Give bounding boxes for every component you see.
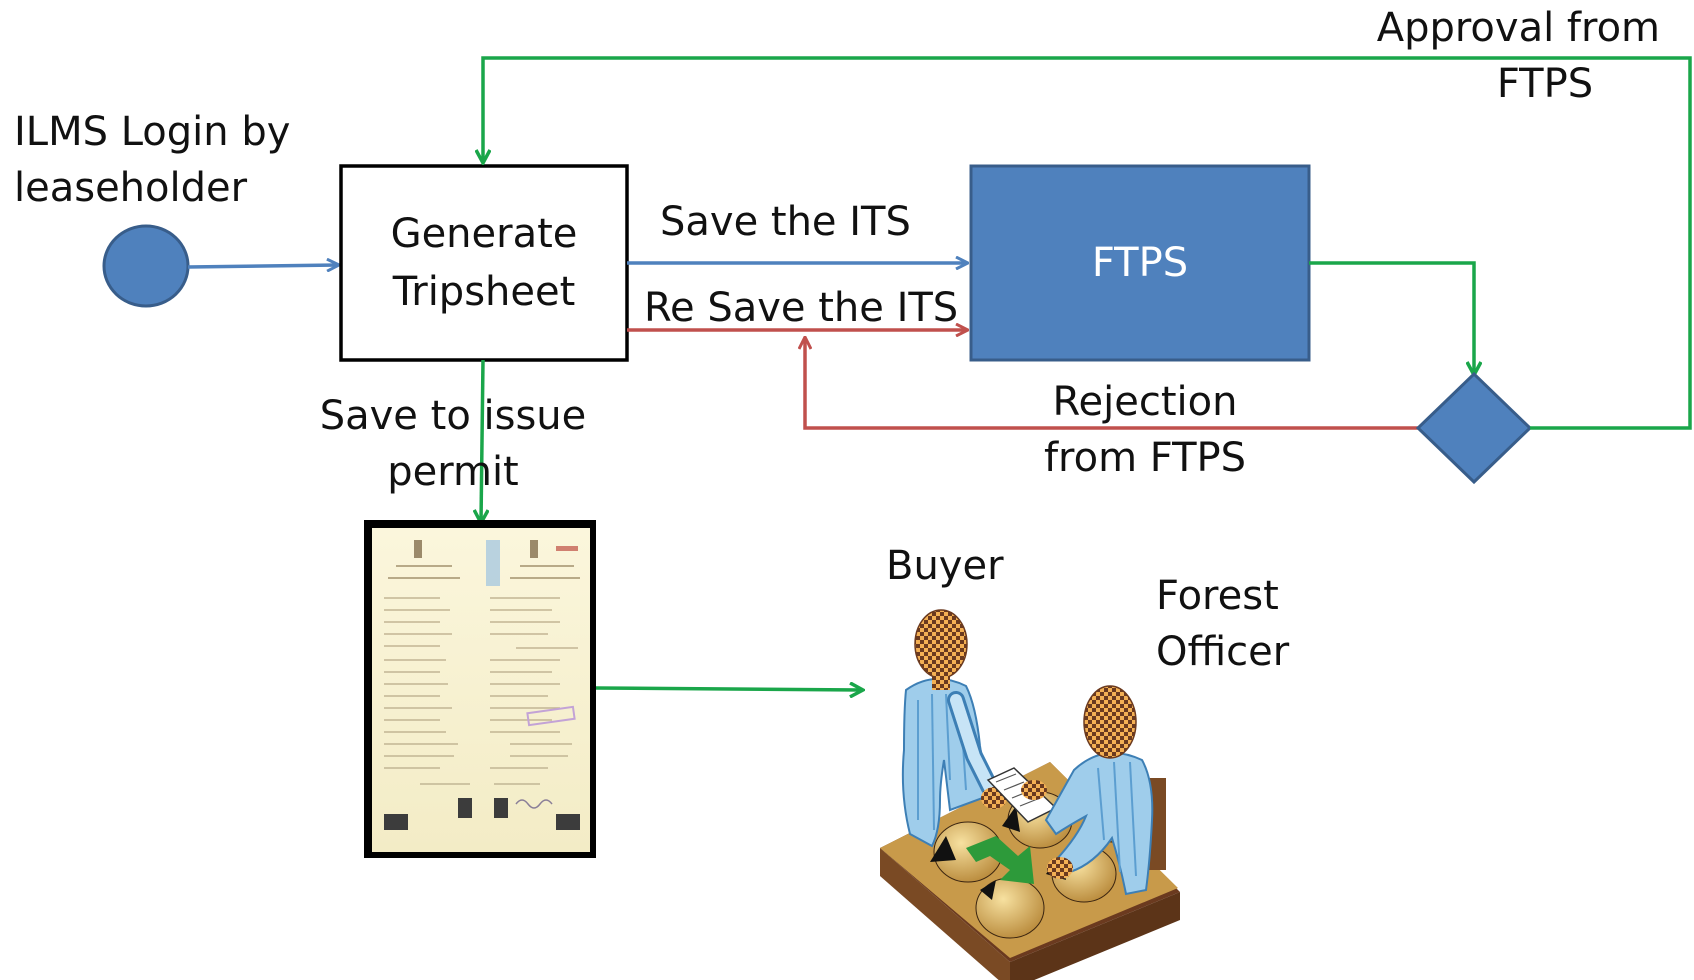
save-issue-label: Save to issue permit	[318, 388, 588, 500]
rejection-label-line-2: from FTPS	[1043, 435, 1247, 481]
buyer-label: Buyer	[886, 543, 1004, 589]
save-issue-label-line-2: permit	[387, 449, 519, 495]
approval-arrow	[483, 56, 1692, 430]
forest-officer-label-line-2: Officer	[1156, 629, 1290, 675]
start-label: ILMS Login by leaseholder	[14, 104, 290, 216]
rejection-label-line-1: Rejection	[1052, 379, 1238, 425]
rejection-label: Rejection from FTPS	[1020, 374, 1270, 486]
permit-to-people-arrow	[595, 688, 862, 690]
generate-label-line-2: Tripsheet	[392, 269, 576, 315]
approval-label: Approval from FTPS	[1370, 0, 1660, 112]
ftps-node	[969, 164, 1311, 362]
ftps-label: FTPS	[1091, 240, 1189, 286]
buyer-figure	[901, 609, 1007, 848]
forest-officer-label-line-1: Forest	[1156, 573, 1279, 619]
start-label-line-1: ILMS Login by	[14, 109, 291, 155]
start-to-generate-arrow	[187, 265, 338, 267]
generate-tripsheet-node	[339, 164, 629, 362]
save-its-label: Save the ITS	[660, 199, 911, 245]
resave-its-label: Re Save the ITS	[644, 285, 959, 331]
start-label-line-2: leaseholder	[14, 165, 248, 211]
save-issue-arrow	[481, 359, 483, 522]
forest-officer-figure	[1021, 685, 1166, 896]
approval-label-line-2: FTPS	[1496, 61, 1594, 107]
save-issue-label-line-1: Save to issue	[319, 393, 587, 439]
rejection-arrow	[805, 338, 1422, 430]
decision-node	[1415, 371, 1533, 485]
forest-officer-label: Forest Officer	[1156, 568, 1289, 680]
buyer-officer-meeting-image	[880, 609, 1180, 980]
start-node	[102, 224, 190, 308]
permit-document-image	[364, 520, 596, 858]
ftps-to-decision-arrow	[1309, 261, 1474, 374]
approval-label-line-1: Approval from	[1376, 5, 1660, 51]
generate-label-line-1: Generate	[390, 211, 578, 257]
generate-tripsheet-label: Generate Tripsheet	[341, 166, 627, 360]
